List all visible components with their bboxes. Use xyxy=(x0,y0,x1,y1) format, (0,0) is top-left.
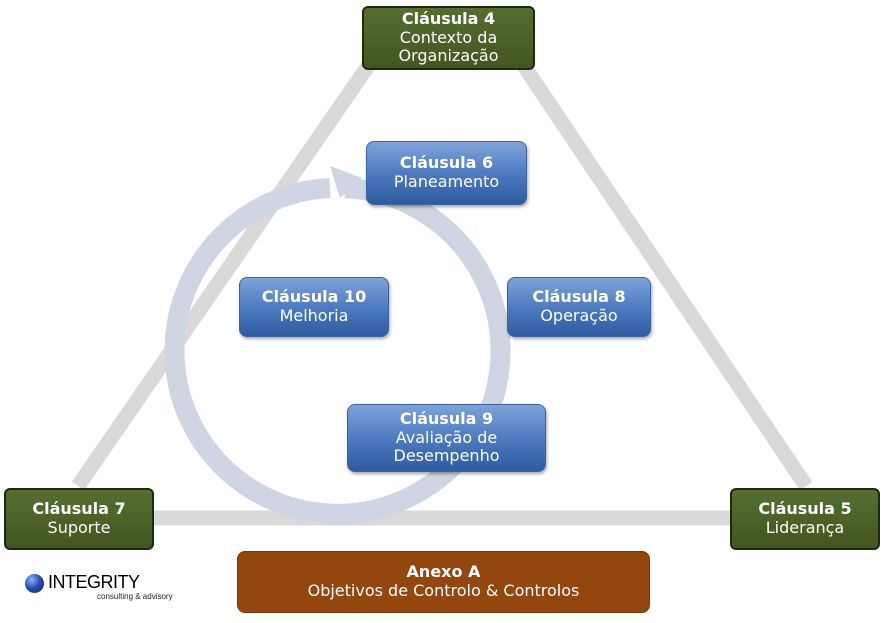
clause-9-line2: Desempenho xyxy=(393,446,500,466)
clause-7-line1: Suporte xyxy=(47,518,111,537)
cycle-arrow xyxy=(330,166,362,198)
clause-9-box: Cláusula 9 Avaliação de Desempenho xyxy=(347,404,546,472)
clause-4-line2: Organização xyxy=(398,46,499,66)
clause-5-box: Cláusula 5 Liderança xyxy=(730,488,880,550)
connector-c4-c7 xyxy=(71,61,375,491)
logo-orb-icon xyxy=(25,574,44,593)
clause-4-line1: Contexto da xyxy=(399,27,498,47)
clause-9-line1: Avaliação de xyxy=(395,427,498,447)
clause-10-box: Cláusula 10 Melhoria xyxy=(239,277,389,337)
clause-8-box: Cláusula 8 Operação xyxy=(507,277,651,337)
annex-a-box: Anexo A Objetivos de Controlo & Controlo… xyxy=(237,551,650,613)
clause-10-line1: Melhoria xyxy=(279,306,349,325)
clause-4-title: Cláusula 4 xyxy=(401,8,496,28)
clause-8-line1: Operação xyxy=(540,306,618,325)
logo-tagline: consulting & advisory xyxy=(97,592,173,601)
clause-6-title: Cláusula 6 xyxy=(399,153,494,173)
connector-c4-c5 xyxy=(517,61,813,491)
cycle-ring xyxy=(164,178,511,524)
integrity-logo: INTEGRITY consulting & advisory xyxy=(25,572,175,604)
clause-5-line1: Liderança xyxy=(765,518,845,537)
clause-8-title: Cláusula 8 xyxy=(532,287,626,307)
clause-5-title: Cláusula 5 xyxy=(758,499,852,519)
clause-7-box: Cláusula 7 Suporte xyxy=(4,488,154,550)
clause-4-box: Cláusula 4 Contexto da Organização xyxy=(362,6,535,70)
clause-6-box: Cláusula 6 Planeamento xyxy=(366,141,527,205)
clause-6-line1: Planeamento xyxy=(393,172,500,191)
clause-10-title: Cláusula 10 xyxy=(261,287,367,307)
annex-a-title: Anexo A xyxy=(406,562,481,582)
annex-a-line1: Objetivos de Controlo & Controlos xyxy=(307,581,580,600)
clause-7-title: Cláusula 7 xyxy=(32,499,126,519)
clause-9-title: Cláusula 9 xyxy=(399,408,494,428)
logo-name: INTEGRITY xyxy=(48,572,140,592)
